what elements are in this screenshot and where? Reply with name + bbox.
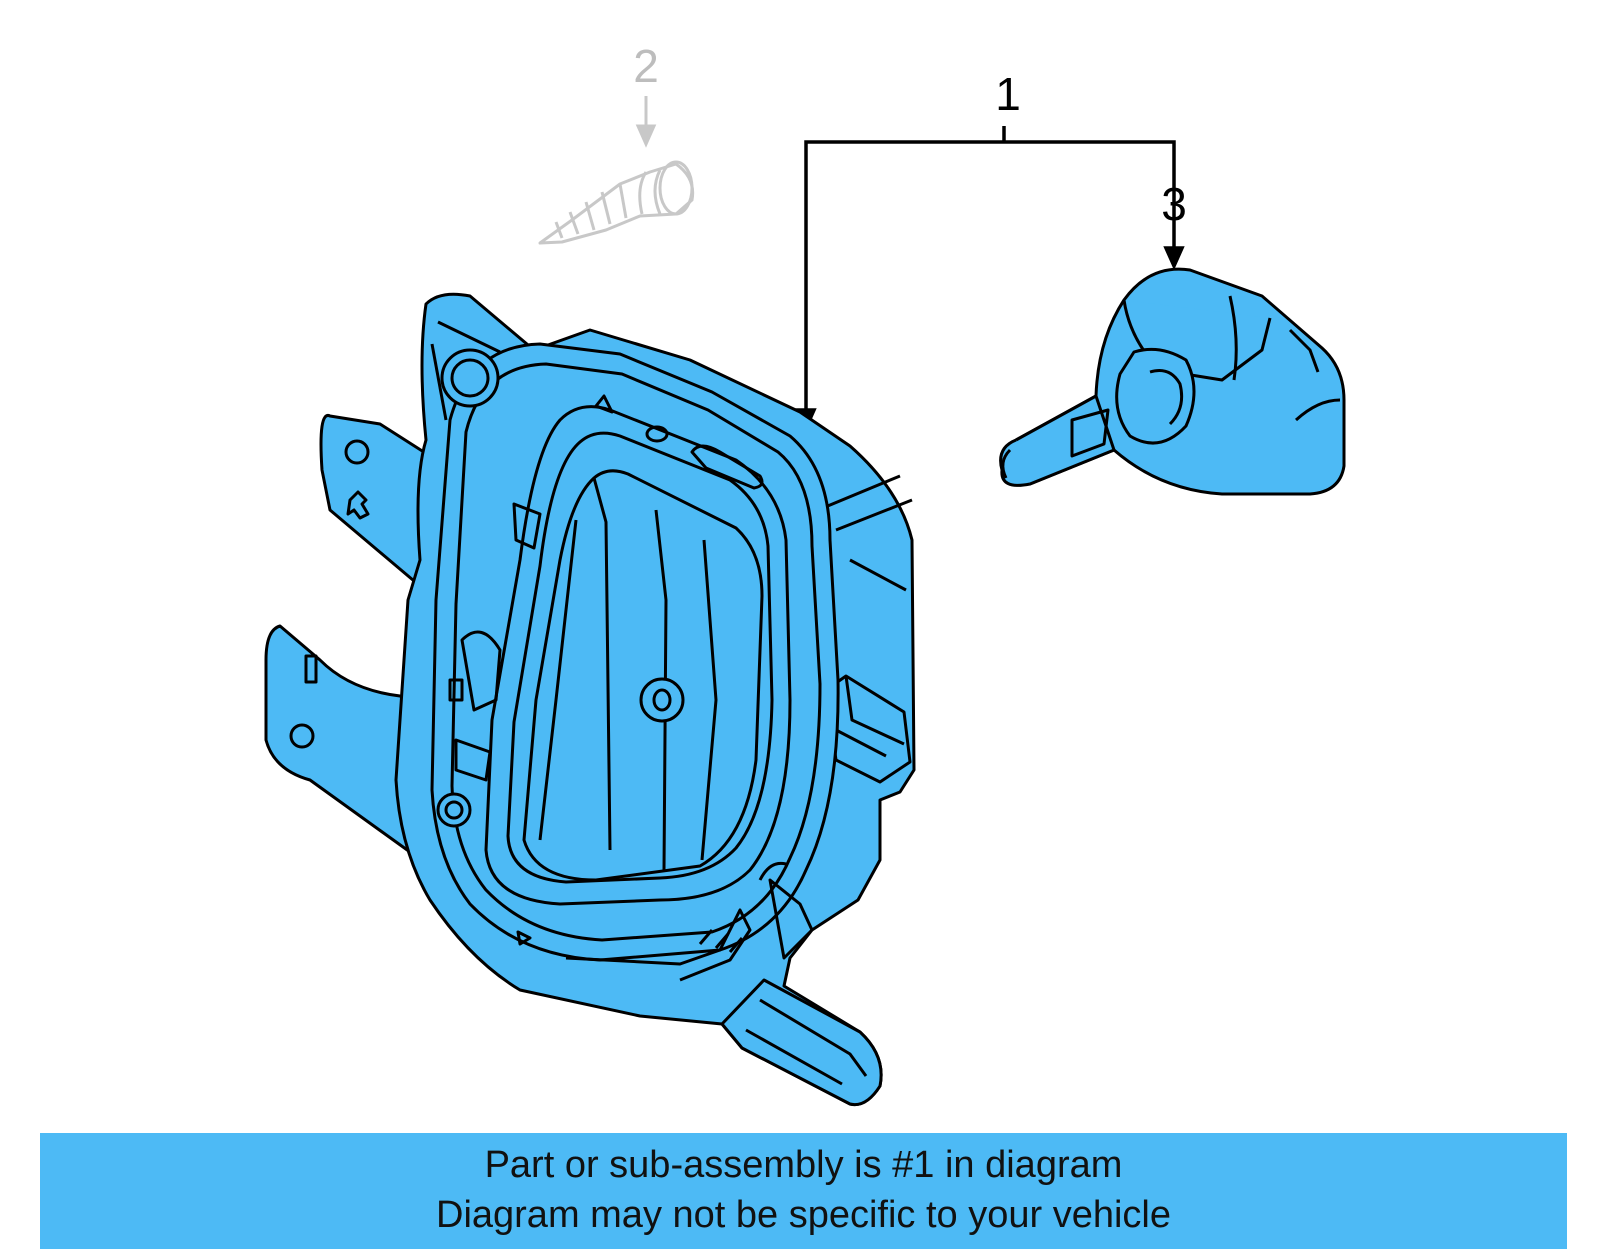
callout-2-leader: [635, 96, 657, 148]
callout-3-label: 3: [1161, 178, 1187, 230]
mounting-boss: [440, 348, 500, 408]
connector-arm: [720, 978, 883, 1107]
notice-line-1: Part or sub-assembly is #1 in diagram: [484, 1144, 1123, 1186]
lens: [522, 469, 764, 882]
callout-1-label: 1: [995, 68, 1021, 120]
bulb-part-3[interactable]: [999, 267, 1346, 496]
notice-line-2: Diagram may not be specific to your vehi…: [436, 1194, 1171, 1236]
fog-lamp-assembly-part-1[interactable]: [264, 292, 916, 1107]
callout-2-label: 2: [633, 40, 659, 92]
notice-banner: Part or sub-assembly is #1 in diagram Di…: [40, 1133, 1567, 1249]
lens-center-screw: [639, 677, 685, 723]
parts-diagram: 2 1 3: [264, 40, 1346, 1107]
screw-part-2[interactable]: [538, 160, 695, 245]
